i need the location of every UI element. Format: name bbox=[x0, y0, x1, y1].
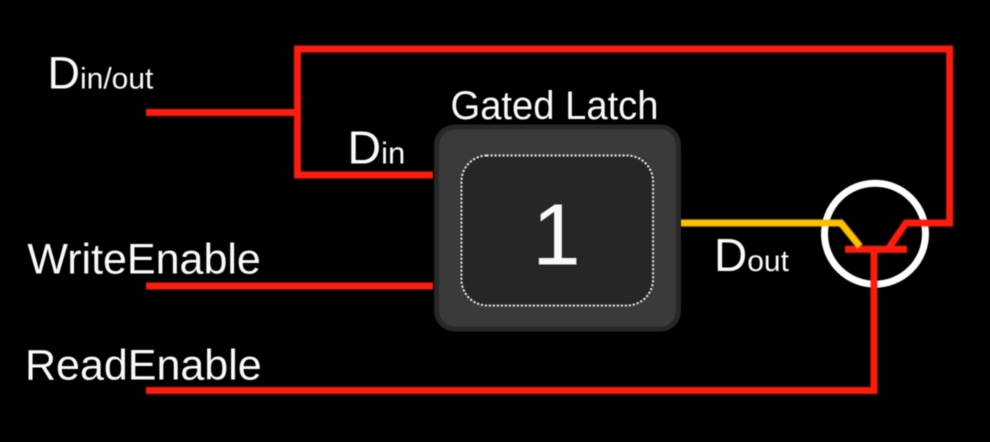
svg-text:Din: Din bbox=[348, 122, 406, 174]
svg-text:ReadEnable: ReadEnable bbox=[25, 341, 262, 389]
svg-text:Gated Latch: Gated Latch bbox=[451, 84, 659, 128]
svg-text:1: 1 bbox=[532, 187, 580, 284]
svg-text:Din/out: Din/out bbox=[48, 48, 155, 99]
svg-text:WriteEnable: WriteEnable bbox=[27, 235, 260, 283]
svg-text:Dout: Dout bbox=[714, 229, 790, 281]
